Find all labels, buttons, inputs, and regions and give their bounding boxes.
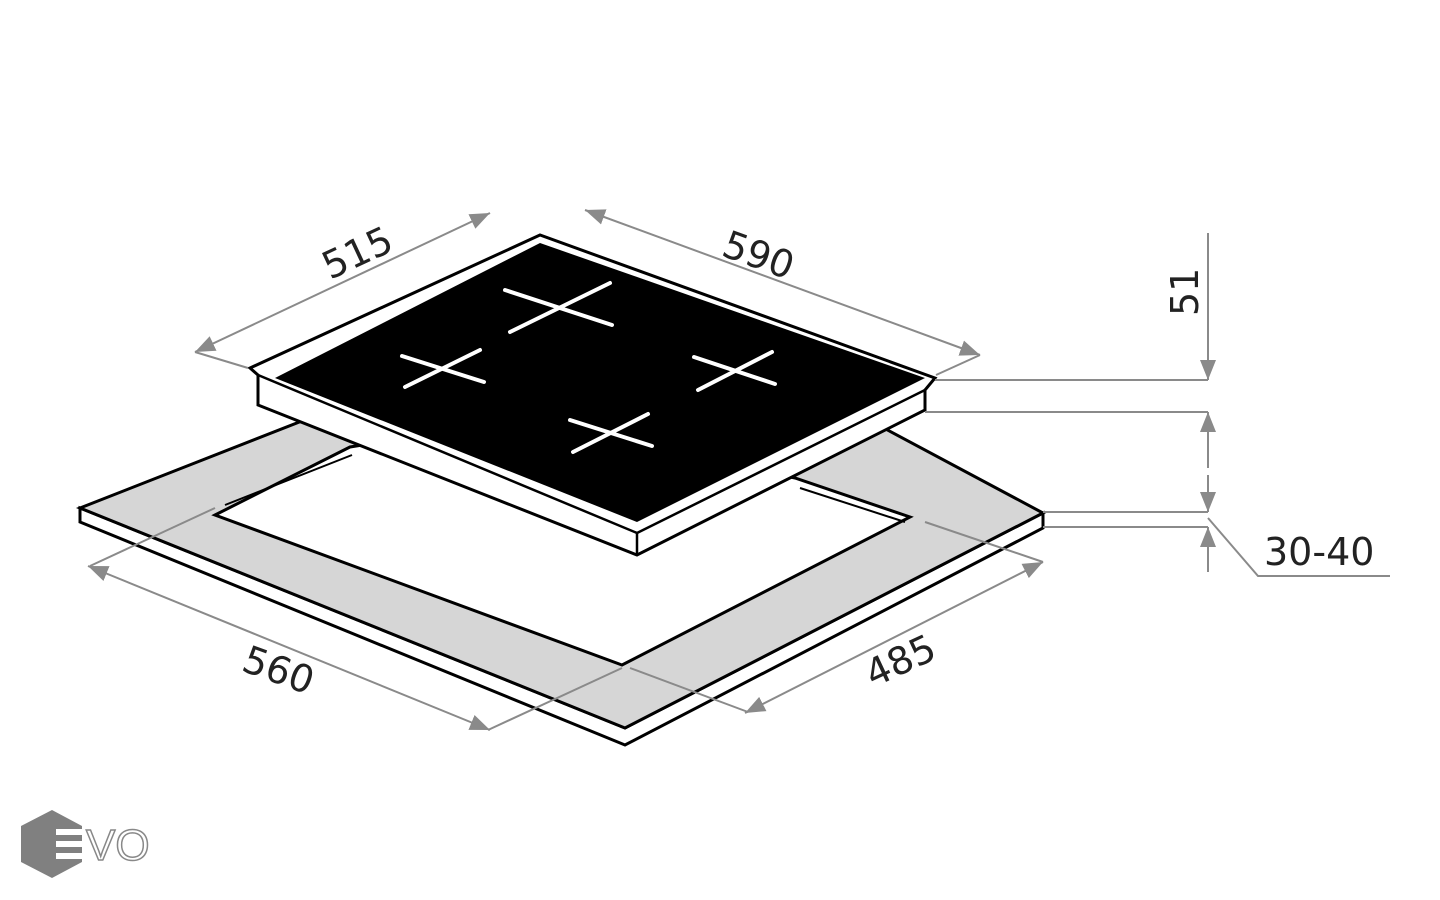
burner-icon xyxy=(692,350,777,392)
burner-icon xyxy=(568,412,654,454)
dim-countertop-thickness: 30-40 xyxy=(1264,530,1374,574)
logo-text: VO xyxy=(86,821,150,870)
dim-hob-height: 51 xyxy=(1163,268,1207,316)
burner-icon xyxy=(400,348,486,389)
dim-cutout-width: 560 xyxy=(237,637,320,703)
dim-hob-depth: 515 xyxy=(315,218,399,289)
dim-hob-width: 590 xyxy=(717,222,800,288)
dim-cutout-depth: 485 xyxy=(858,626,942,697)
evo-logo: VO xyxy=(21,810,150,878)
